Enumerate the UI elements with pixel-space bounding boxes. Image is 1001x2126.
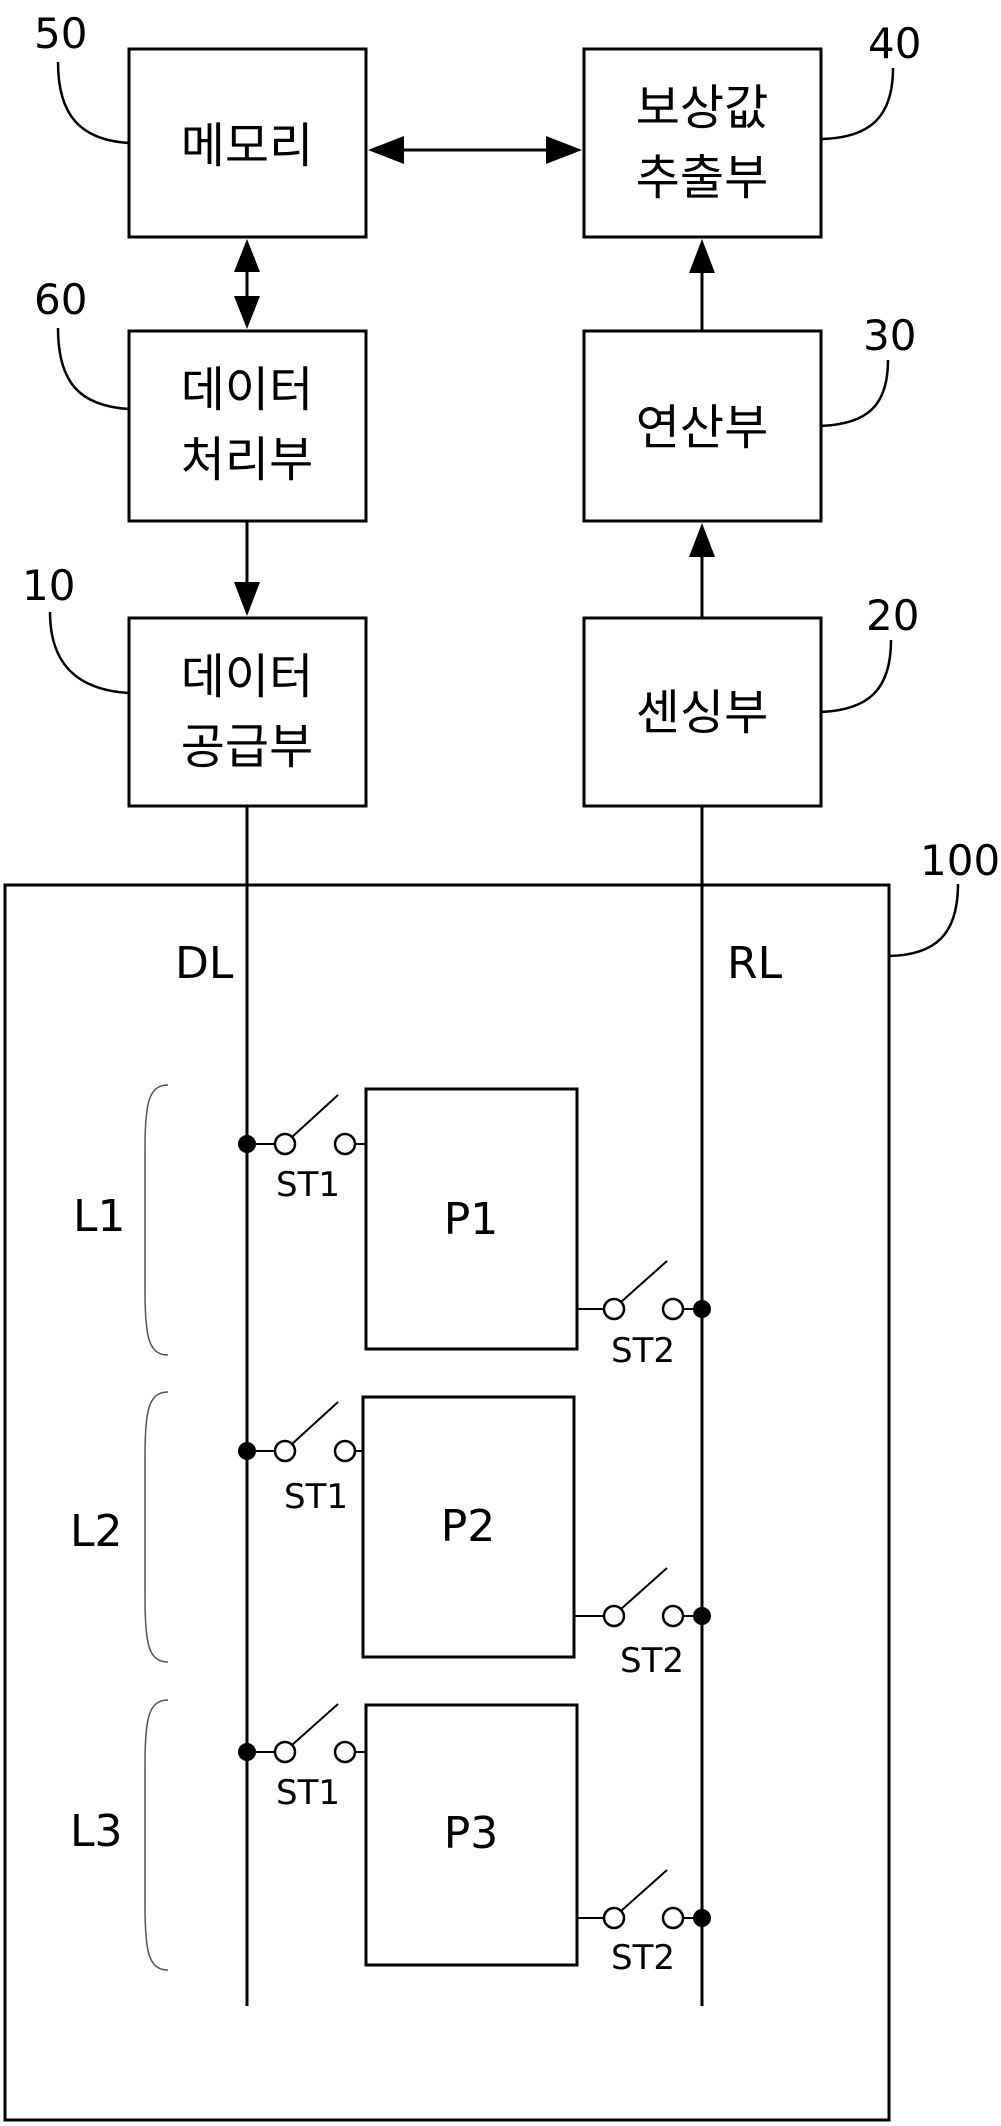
switch-st1-label-row1: ST1 xyxy=(276,1165,340,1205)
ref-10-label: 10 xyxy=(22,561,75,610)
ref-20-label: 20 xyxy=(866,591,919,640)
compensation-extractor-block: 보상값 추출부 xyxy=(584,49,821,237)
data-supply-label-line1: 데이터 xyxy=(181,649,313,705)
memory-label: 메모리 xyxy=(181,118,313,174)
switch-st2-label-row1: ST2 xyxy=(611,1331,675,1371)
reference-line-label: RL xyxy=(727,938,783,989)
ref-40: 40 xyxy=(821,19,921,139)
ref-40-label: 40 xyxy=(868,19,921,68)
data-supply-block: 데이터 공급부 xyxy=(129,618,366,806)
processing-supply-arrow xyxy=(234,521,260,616)
ref-30-label: 30 xyxy=(863,311,916,360)
operation-label: 연산부 xyxy=(636,400,768,456)
switch-st1-label-row3: ST1 xyxy=(276,1773,340,1813)
memory-compensation-arrow xyxy=(368,136,582,164)
ref-30: 30 xyxy=(821,311,916,426)
switch-st2-label-row2: ST2 xyxy=(620,1641,684,1681)
sensing-block: 센싱부 xyxy=(584,618,821,806)
ref-60: 60 xyxy=(34,275,129,409)
pixel-p3-label: P3 xyxy=(444,1808,499,1859)
ref-50-label: 50 xyxy=(34,9,87,58)
memory-processing-arrow xyxy=(234,239,260,329)
compensation-label-line1: 보상값 xyxy=(636,80,768,136)
ref-100-label: 100 xyxy=(920,836,1000,885)
pixel-p2-label: P2 xyxy=(441,1501,496,1552)
ref-20: 20 xyxy=(821,591,919,712)
line-label-l1: L1 xyxy=(73,1191,126,1242)
operation-block: 연산부 xyxy=(584,331,821,521)
data-line-label: DL xyxy=(175,938,234,989)
memory-block: 메모리 xyxy=(129,49,366,237)
ref-10: 10 xyxy=(22,561,129,693)
ref-50: 50 xyxy=(34,9,129,143)
pixel-p1-label: P1 xyxy=(444,1194,499,1245)
switch-st2-label-row3: ST2 xyxy=(611,1938,675,1978)
sensing-operation-arrow xyxy=(689,523,715,618)
line-label-l2: L2 xyxy=(70,1506,123,1557)
ref-60-label: 60 xyxy=(34,275,87,324)
switch-st1-label-row2: ST1 xyxy=(284,1477,348,1517)
data-processing-label-line1: 데이터 xyxy=(181,362,313,418)
data-processing-block: 데이터 처리부 xyxy=(129,331,366,521)
data-processing-label-line2: 처리부 xyxy=(181,432,313,488)
operation-compensation-arrow xyxy=(689,239,715,331)
data-supply-label-line2: 공급부 xyxy=(181,719,313,775)
line-label-l3: L3 xyxy=(70,1806,123,1857)
sensing-label: 센싱부 xyxy=(636,685,768,741)
compensation-label-line2: 추출부 xyxy=(636,150,768,206)
